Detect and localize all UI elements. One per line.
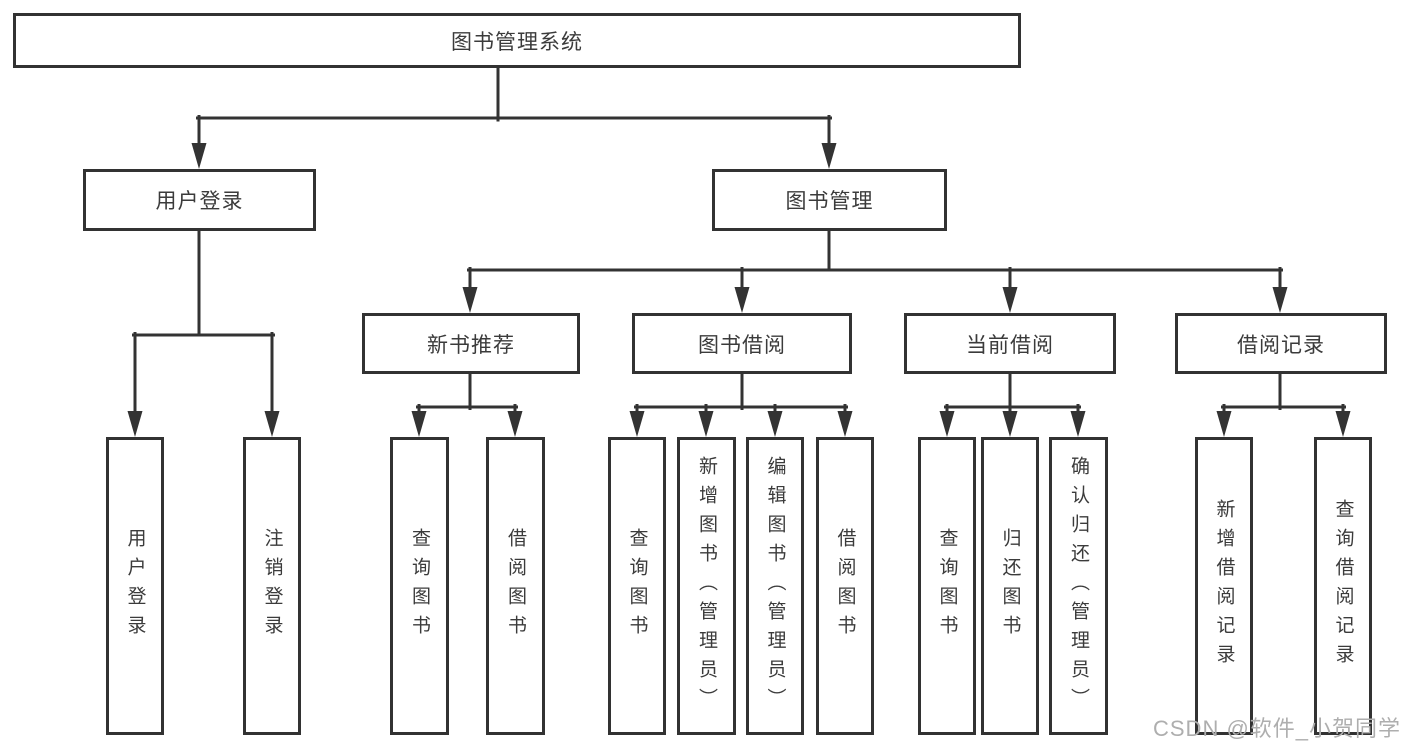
leaf-return-books: 归还图书 (981, 437, 1039, 735)
watermark: CSDN @软件_小贺同学 (1153, 716, 1402, 741)
leaf-query-borrow-record: 查询借阅记录 (1314, 437, 1372, 735)
leaf-query-books-borrowing: 查询图书 (608, 437, 666, 735)
leaf-edit-book-admin: 编辑图书（管理员） (746, 437, 804, 735)
node-current-borrowing: 当前借阅 (904, 313, 1116, 374)
node-book-borrowing: 图书借阅 (632, 313, 852, 374)
node-borrowing-records: 借阅记录 (1175, 313, 1387, 374)
node-book-management: 图书管理 (712, 169, 947, 231)
leaf-logout: 注销登录 (243, 437, 301, 735)
node-new-book-recommendation: 新书推荐 (362, 313, 580, 374)
node-user-login: 用户登录 (83, 169, 316, 231)
arrowheads (127, 143, 1351, 437)
leaf-user-login: 用户登录 (106, 437, 164, 735)
leaf-confirm-return-admin: 确认归还（管理员） (1049, 437, 1108, 735)
leaf-query-books-current: 查询图书 (918, 437, 976, 735)
leaf-query-books-recommend: 查询图书 (390, 437, 449, 735)
connector-segments (132, 66, 1346, 417)
node-library-management-system: 图书管理系统 (13, 13, 1021, 68)
leaf-add-borrow-record: 新增借阅记录 (1195, 437, 1253, 735)
leaf-borrow-books-recommend: 借阅图书 (486, 437, 545, 735)
leaf-borrow-books: 借阅图书 (816, 437, 874, 735)
leaf-add-book-admin: 新增图书（管理员） (677, 437, 736, 735)
